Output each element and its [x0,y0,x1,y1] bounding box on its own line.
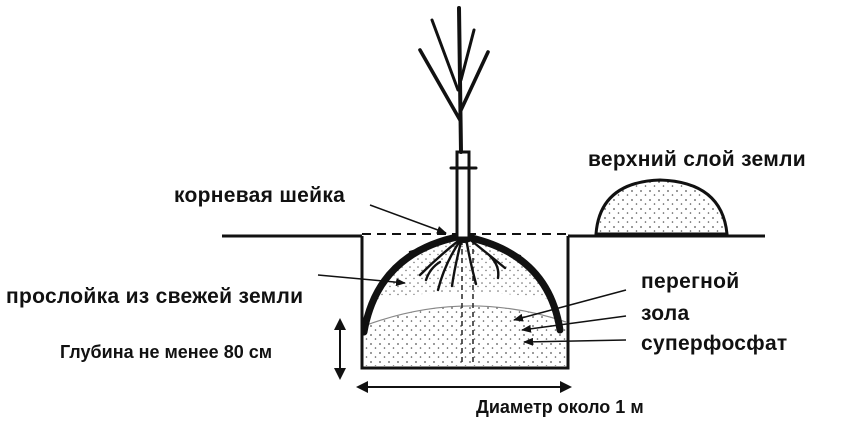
diameter-label: Диаметр около 1 м [476,397,644,417]
humus-label: перегной [641,270,740,293]
fresh-soil-layer-label: прослойка из свежей земли [6,285,304,308]
planting-pit [360,236,570,370]
root-collar-label: корневая шейка [174,184,346,207]
depth-dimension [334,318,346,380]
humus-pointer [513,289,627,322]
depth-label: Глубина не менее 80 см [60,342,273,362]
root-collar-pointer [369,204,447,234]
fresh-soil-pointer [317,274,406,287]
ash-pointer [521,315,627,333]
superphosphate-label: суперфосфат [641,332,788,355]
ash-label: зола [641,302,690,325]
superphosphate-pointer [523,337,627,346]
fertilizer-fill-top-line [363,305,567,327]
stake [455,150,471,240]
seedling [418,6,490,240]
diameter-dimension [356,381,572,393]
top-soil-mound [594,178,729,236]
top-soil-label: верхний слой земли [588,148,806,171]
